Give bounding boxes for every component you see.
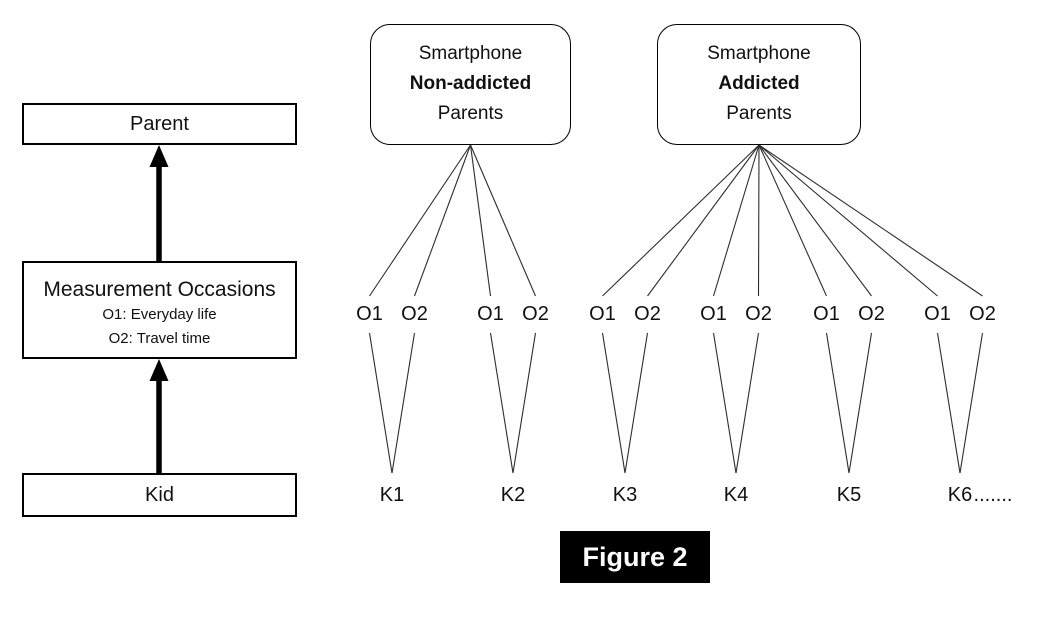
kid-label-k6: K6 — [947, 484, 973, 506]
occasion-kid-line — [624, 332, 649, 474]
occasion-label-o1-k1: O1 — [356, 303, 383, 325]
occasion-label-o1-k2: O1 — [477, 303, 504, 325]
kid-ellipsis: ....... — [973, 484, 1013, 506]
kid-label-k2: K2 — [500, 484, 526, 506]
occasion-label-o2-k2: O2 — [522, 303, 549, 325]
measurement-occasions-title: Measurement Occasions — [43, 278, 276, 301]
fan-line — [469, 144, 492, 297]
occasion-label-o1-k4: O1 — [700, 303, 727, 325]
group0-line3: Parents — [437, 103, 504, 124]
occasion-kid-line — [825, 332, 850, 474]
occasion-definition-o2: O2: Travel time — [108, 330, 211, 347]
measurement-occasions-box: Measurement Occasions O1: Everyday life … — [22, 261, 297, 359]
fan-line — [469, 144, 537, 297]
fan-line — [647, 144, 760, 297]
occasion-label-o2-k3: O2 — [634, 303, 661, 325]
fan-line — [757, 144, 760, 297]
occasion-kid-line — [601, 332, 626, 474]
occasion-label-o2-k6: O2 — [969, 303, 996, 325]
fan-line — [369, 144, 471, 297]
figure-caption-text: Figure 2 — [582, 541, 688, 572]
occasion-label-o2-k5: O2 — [858, 303, 885, 325]
arrow-head-kid-to-measurement — [149, 359, 169, 381]
kid-label-k1: K1 — [379, 484, 405, 506]
kid-label-k3: K3 — [612, 484, 638, 506]
occasion-label-o1-k6: O1 — [924, 303, 951, 325]
occasion-label-o1-k3: O1 — [589, 303, 616, 325]
kid-box: Kid — [22, 473, 297, 517]
occasion-label-o2-k4: O2 — [745, 303, 772, 325]
occasion-kid-line — [959, 332, 984, 474]
occasion-kid-line — [936, 332, 961, 474]
fan-line — [712, 144, 760, 297]
occasion-definition-o1: O1: Everyday life — [102, 306, 217, 323]
kid-box-label: Kid — [145, 483, 174, 506]
occasion-kid-line — [391, 332, 416, 474]
fan-line — [758, 144, 828, 297]
occasion-kid-line — [368, 332, 393, 474]
addicted-parents-box: Smartphone Addicted Parents — [657, 24, 861, 145]
group1-line3: Parents — [726, 103, 792, 124]
kid-label-k4: K4 — [723, 484, 749, 506]
fan-line — [602, 144, 760, 297]
arrow-head-measurement-to-parent — [149, 145, 169, 167]
fan-line — [758, 144, 983, 297]
non-addicted-parents-box: Smartphone Non-addicted Parents — [370, 24, 571, 145]
kid-label-k5: K5 — [836, 484, 862, 506]
fan-line — [758, 144, 938, 297]
occasion-kid-line — [512, 332, 537, 474]
occasion-kid-line — [848, 332, 873, 474]
figure-caption: Figure 2 — [560, 531, 710, 583]
fan-line — [413, 144, 472, 297]
parent-box-label: Parent — [130, 112, 189, 135]
occasion-kid-line — [489, 332, 514, 474]
occasion-kid-line — [735, 332, 760, 474]
group0-line2: Non-addicted — [409, 73, 532, 94]
fan-line — [758, 144, 872, 297]
group1-line1: Smartphone — [707, 43, 811, 64]
group1-line2: Addicted — [718, 73, 800, 94]
occasion-label-o2-k1: O2 — [401, 303, 428, 325]
group0-line1: Smartphone — [418, 43, 523, 64]
occasion-kid-line — [712, 332, 737, 474]
occasion-label-o1-k5: O1 — [813, 303, 840, 325]
parent-box: Parent — [22, 103, 297, 145]
